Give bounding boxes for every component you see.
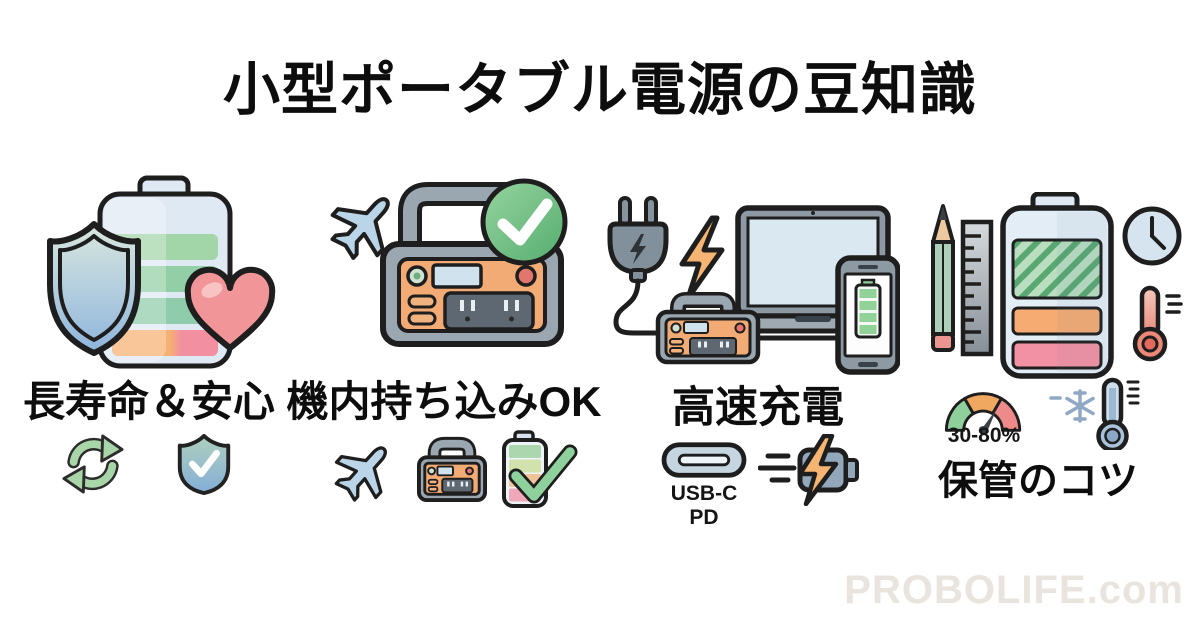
page-title: 小型ポータブル電源の豆知識 [223, 58, 977, 122]
ruler-icon [960, 219, 994, 357]
battery-health-illustration [47, 175, 276, 369]
check-circle-icon [480, 178, 568, 266]
shield-check-icon [177, 433, 231, 496]
gauge-icon [944, 392, 1022, 435]
heart-icon [184, 266, 276, 351]
section-label-carry-on: 機内持ち込みOK [286, 378, 602, 425]
section-label-fast-charge: 高速充電 [672, 384, 844, 432]
power-station-small-icon [417, 436, 487, 503]
power-station-icon [380, 182, 564, 347]
airplane-small-icon [334, 446, 387, 502]
usb-c-label: USB-C PD [670, 482, 738, 529]
snowflake-thermometer-icon [1049, 377, 1140, 450]
gauge-range-label: 30-80% [947, 424, 1021, 447]
recycle-icon [62, 434, 124, 494]
fast-charge-battery-icon [758, 434, 859, 506]
thermometer-cold-icon [1096, 377, 1140, 450]
pencil-icon [931, 204, 955, 352]
watermark: PROBOLIFE.com [844, 568, 1184, 612]
airplane-icon [330, 197, 390, 260]
battery-check-icon [502, 430, 578, 508]
fast-charging-illustration [607, 196, 900, 375]
power-station-mini-icon [655, 292, 761, 365]
section-label-storage: 保管のコツ [938, 459, 1138, 503]
shield-icon [47, 221, 141, 356]
usb-c-icon [661, 442, 747, 478]
lightning-icon [679, 215, 725, 301]
clock-icon [1122, 206, 1182, 266]
section-label-longevity: 長寿命＆安心 [22, 378, 275, 425]
battery-hatched-icon [1000, 192, 1114, 379]
thermometer-hot-icon [1132, 285, 1183, 362]
plug-icon [607, 196, 669, 336]
airline-approval-illustration [330, 178, 568, 347]
snowflake-icon [1049, 389, 1095, 423]
storage-illustration [931, 192, 1183, 379]
smartphone-battery-icon [835, 255, 900, 375]
